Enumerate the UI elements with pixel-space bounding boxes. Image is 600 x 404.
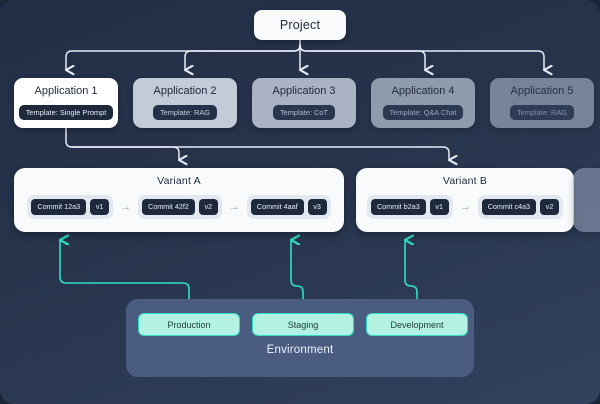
application-template-badge: Template: RAG: [152, 105, 218, 120]
application-card-2[interactable]: Application 2 Template: RAG: [133, 78, 237, 128]
commit-version-pill: v1: [429, 199, 449, 215]
application-template-badge: Template: RAG: [509, 105, 575, 120]
application-title: Application 4: [391, 85, 455, 97]
application-title: Application 3: [272, 85, 336, 97]
commit-chain-arrow-icon: →: [228, 200, 240, 213]
commit-pill: Commit 42f2: [142, 199, 195, 215]
project-node[interactable]: Project: [254, 10, 346, 40]
application-to-variants-connectors: [65, 127, 449, 160]
environment-pills-row: Production Staging Development: [126, 299, 474, 377]
application-template-badge: Template: Q&A Chat: [382, 105, 464, 120]
environment-pill-production[interactable]: Production: [138, 313, 240, 336]
variant-card-3[interactable]: Commit: [573, 168, 600, 232]
commit-version-pill: v3: [307, 199, 327, 215]
project-label: Project: [279, 18, 321, 32]
application-template-badge: Template: Single Prompt: [18, 105, 114, 120]
commit-version-pill: v1: [90, 199, 110, 215]
commit-chain-arrow-icon: →: [120, 200, 132, 213]
commit-pill: Commit 4aaf: [250, 199, 304, 215]
application-card-1[interactable]: Application 1 Template: Single Prompt: [14, 78, 118, 128]
application-card-5[interactable]: Application 5 Template: RAG: [490, 78, 594, 128]
application-title: Application 1: [34, 85, 98, 97]
commit-version-pill: v2: [540, 199, 560, 215]
project-to-applications-connectors: [66, 39, 544, 70]
application-template-badge: Template: CoT: [272, 105, 336, 120]
application-card-3[interactable]: Application 3 Template: CoT: [252, 78, 356, 128]
application-card-4[interactable]: Application 4 Template: Q&A Chat: [371, 78, 475, 128]
environment-panel: Production Staging Development Environment: [126, 299, 474, 377]
commit-pill: Commit c4a3: [481, 199, 537, 215]
commit-chain-arrow-icon: →: [459, 200, 471, 213]
environment-panel-label: Environment: [266, 344, 334, 356]
variant-title: Variant A: [157, 175, 201, 187]
environment-pill-staging[interactable]: Staging: [252, 313, 354, 336]
commit-pill: Commit 12a3: [31, 199, 87, 215]
variant-title: Variant B: [442, 175, 488, 187]
application-title: Application 2: [153, 85, 217, 97]
commit-pill: Commit b2a3: [370, 199, 426, 215]
environment-pill-development[interactable]: Development: [366, 313, 468, 336]
application-title: Application 5: [510, 85, 574, 97]
commit-version-pill: v2: [198, 199, 218, 215]
